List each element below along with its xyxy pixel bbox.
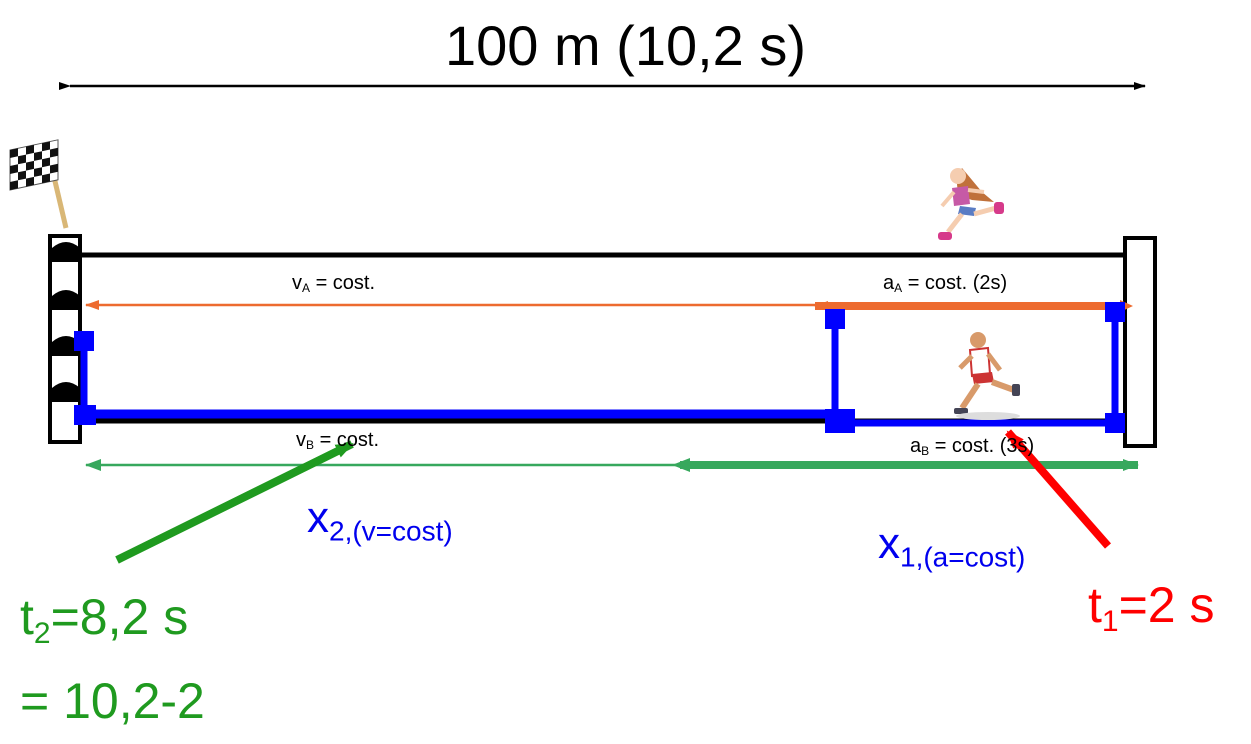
runner-b-accel-label: aB = cost. (3s): [910, 435, 1035, 458]
runner-b-icon: [954, 332, 1020, 420]
blue-trajectory: [74, 302, 1125, 433]
runner-a-speed-label: vA = cost.: [292, 272, 376, 295]
x1-label: x1,(a=cost): [878, 519, 1026, 573]
runner-a-accel-label: aA = cost. (2s): [883, 272, 1008, 295]
runner-b-speed-label: vB = cost.: [296, 429, 380, 452]
t2-pointer-arrow: [115, 440, 354, 564]
start-block: [1123, 236, 1157, 448]
t1-pointer-arrow: [1004, 429, 1112, 549]
page-title: 100 m (10,2 s): [444, 14, 807, 77]
t2-label: t2=8,2 s: [20, 589, 189, 650]
t2-calculation: = 10,2-2: [20, 673, 205, 729]
x2-label: x2,(v=cost): [307, 493, 453, 547]
runner-a-icon: [938, 168, 1004, 240]
t1-label: t1=2 s: [1088, 577, 1215, 638]
finish-flag-icon: [9, 139, 69, 229]
